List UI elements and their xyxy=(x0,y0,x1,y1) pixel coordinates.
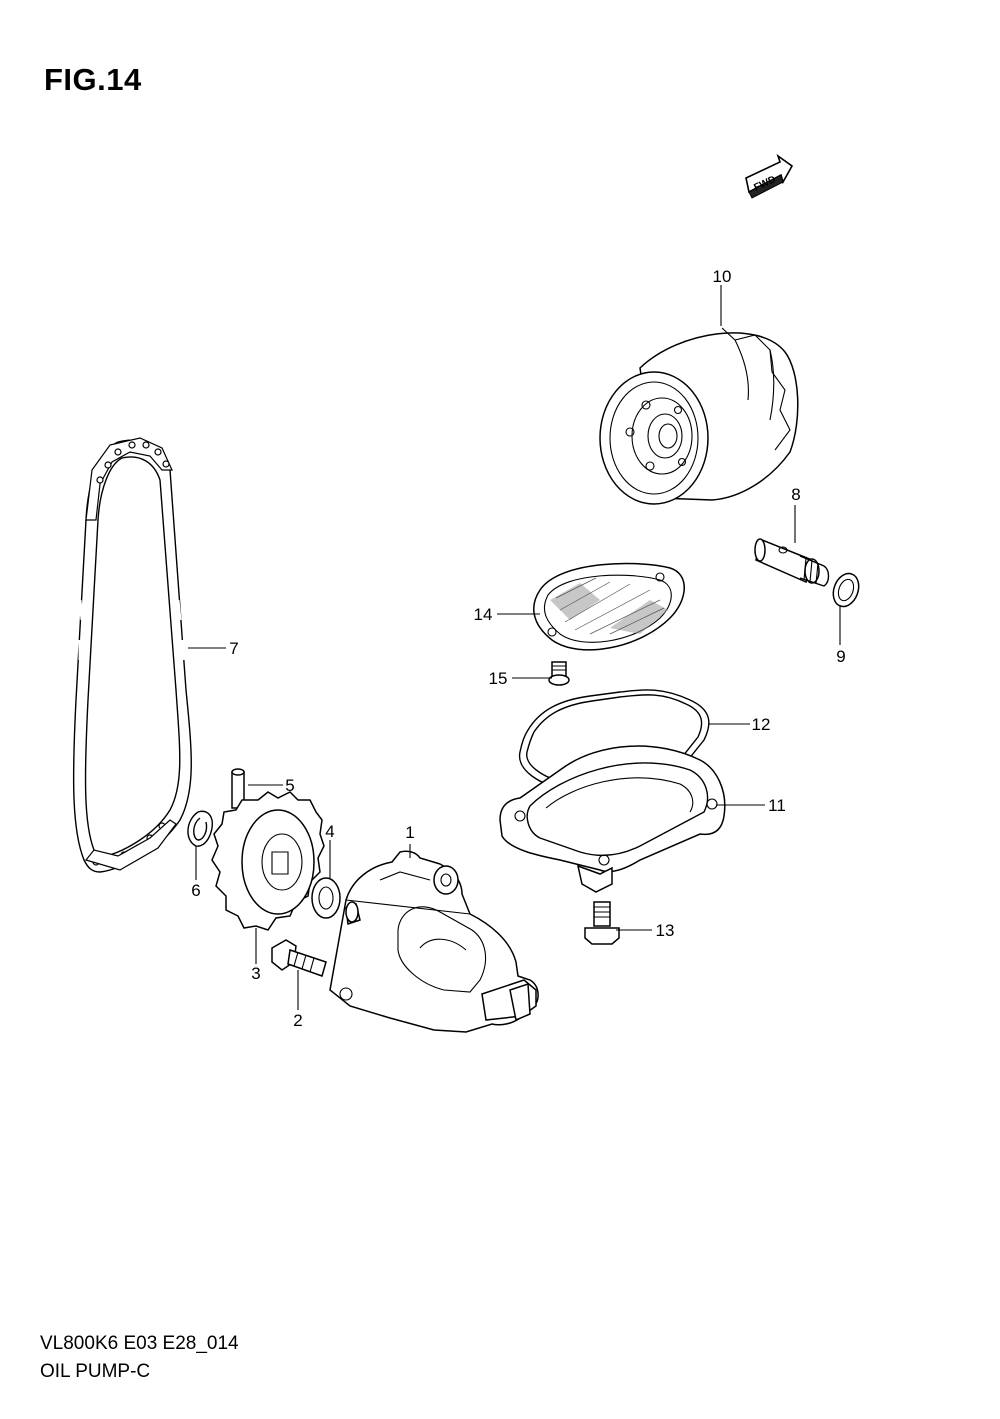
callout-9: 9 xyxy=(836,647,845,666)
oil-filter-part xyxy=(599,327,799,505)
callout-5: 5 xyxy=(285,776,294,795)
section-name: OIL PUMP-C xyxy=(40,1361,151,1382)
circlip-part xyxy=(187,810,213,847)
callout-2: 2 xyxy=(293,1011,302,1030)
oil-fitting-part xyxy=(754,538,830,587)
sprocket-bolt-part xyxy=(271,939,327,977)
callout-6: 6 xyxy=(191,881,200,900)
screw-part xyxy=(548,661,570,686)
gasket-ring-part xyxy=(518,689,710,801)
callout-4: 4 xyxy=(325,822,334,841)
bolt-part xyxy=(584,901,620,945)
callout-10: 10 xyxy=(713,267,732,286)
callout-13: 13 xyxy=(656,921,675,940)
callout-3: 3 xyxy=(251,964,260,983)
washer-part xyxy=(832,572,860,608)
drive-chain-part xyxy=(72,437,192,873)
fwd-arrow-icon: FWD xyxy=(745,153,794,199)
figure-title: FIG.14 xyxy=(44,62,142,97)
oil-pump-part xyxy=(329,850,539,1033)
callout-12: 12 xyxy=(752,715,771,734)
leader-lines xyxy=(188,285,841,1010)
pump-washer-part xyxy=(311,877,341,919)
model-code: VL800K6 E03 E28_014 xyxy=(40,1333,239,1354)
pump-sprocket-part xyxy=(211,791,325,931)
callout-1: 1 xyxy=(405,823,414,842)
callout-15: 15 xyxy=(489,669,508,688)
callout-14: 14 xyxy=(474,605,493,624)
callout-8: 8 xyxy=(791,485,800,504)
callout-11: 11 xyxy=(768,796,786,815)
callout-7: 7 xyxy=(229,639,238,658)
oil-strainer-part xyxy=(533,562,685,651)
strainer-cover-part xyxy=(499,745,726,893)
